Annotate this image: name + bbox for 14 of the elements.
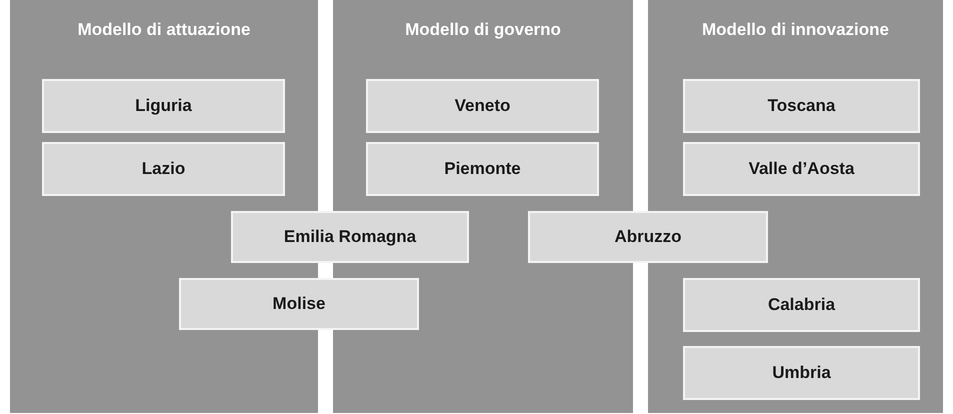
column-heading: Modello di innovazione (701, 20, 890, 40)
region-box: Piemonte (366, 142, 599, 196)
column-heading: Modello di attuazione (76, 20, 252, 40)
region-box: Toscana (683, 79, 920, 133)
region-box: Lazio (42, 142, 285, 196)
region-box: Emilia Romagna (231, 211, 469, 263)
region-box: Calabria (683, 278, 920, 332)
region-box: Umbria (683, 346, 920, 400)
region-box: Molise (179, 278, 419, 330)
region-box: Abruzzo (528, 211, 768, 263)
region-box: Veneto (366, 79, 599, 133)
region-box: Liguria (42, 79, 285, 133)
region-box: Valle d’Aosta (683, 142, 920, 196)
column-heading: Modello di governo (404, 20, 562, 40)
